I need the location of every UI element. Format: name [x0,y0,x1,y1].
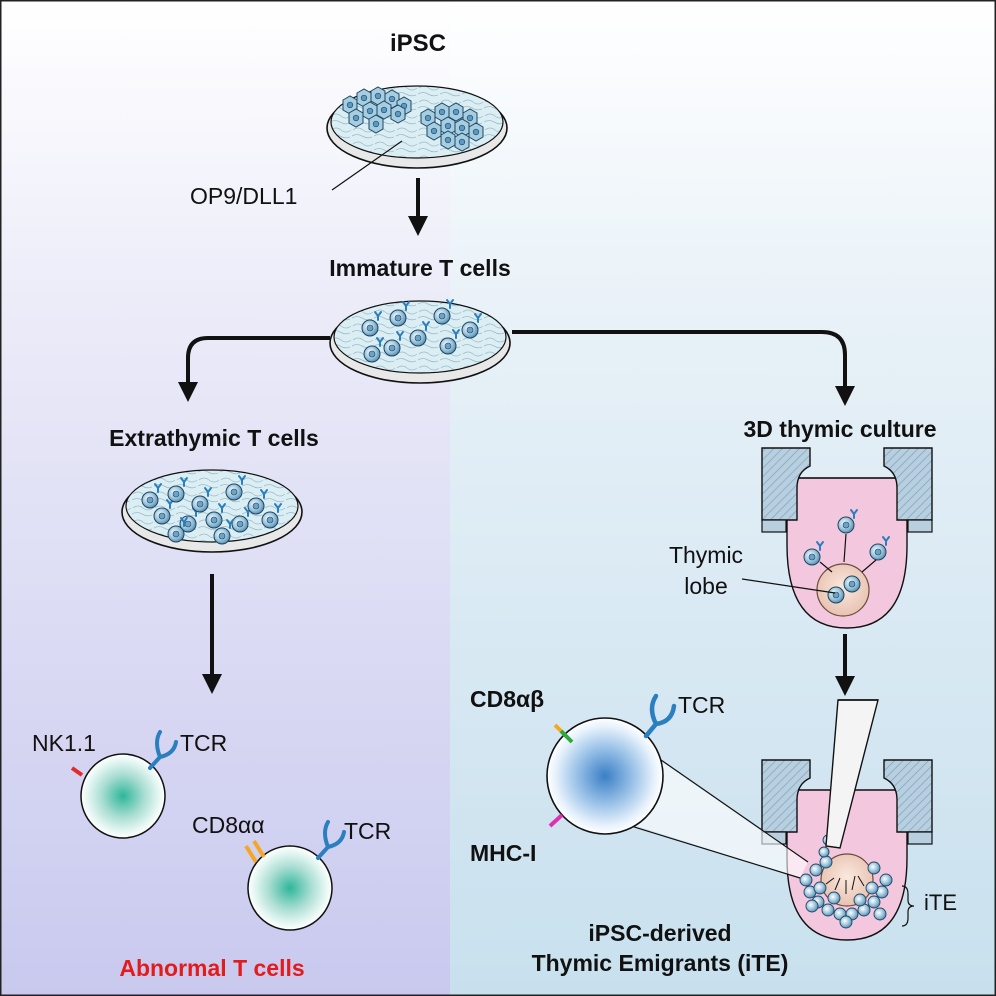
ipsc-label: iPSC [389,30,447,57]
ipsc-petri-dish-icon [326,85,508,169]
tcr-label-2: TCR [344,818,392,844]
tcr-label: TCR [180,730,228,756]
cd8aa-marker [244,844,258,864]
extrathymic-petri-dish-icon [121,469,303,553]
tcr-icon [316,820,346,860]
arrow-icon [178,336,330,402]
mhc1-marker [548,813,564,828]
t-cell-icon [70,730,178,839]
nk11-label: NK1.1 [32,730,96,756]
arrow-icon [512,330,855,406]
immature-petri-dish-icon [329,299,511,384]
cd8ab-label: CD8αβ [470,686,545,712]
thymic-emigrants-label: Thymic Emigrants (iTE) [531,950,789,976]
abnormal-t-cells-label: Abnormal T cells [119,955,305,981]
ipsc-derived-label: iPSC-derived [588,920,732,946]
pipette-icon [825,699,879,849]
t-cell-icon [244,820,346,931]
op9-leader-line [331,140,403,191]
nk11-marker [70,766,84,777]
cd8ab-marker [559,729,574,744]
thymic-lobe-leader-line [741,578,836,594]
thymic-culture-label: 3D thymic culture [743,416,937,442]
extrathymic-t-cells-label: Extrathymic T cells [109,425,319,451]
thymic-lobe-icon [816,563,870,617]
cd8aa-label: CD8αα [192,812,265,838]
tcr-label-3: TCR [678,692,726,718]
tcr-icon [148,730,178,770]
ite-bracket [901,885,915,927]
ite-label: iTE [924,890,957,915]
cd8aa-marker [252,839,266,859]
tcr-icon [643,693,677,739]
op9-label: OP9/DLL1 [190,183,298,209]
t-cell-icon [546,693,677,835]
thymic-lobe-label: Thymic lobe [668,542,744,600]
immature-t-cells-label: Immature T cells [329,255,511,281]
ite-well-icon [761,759,933,941]
mhc1-label: MHC-I [470,840,537,866]
